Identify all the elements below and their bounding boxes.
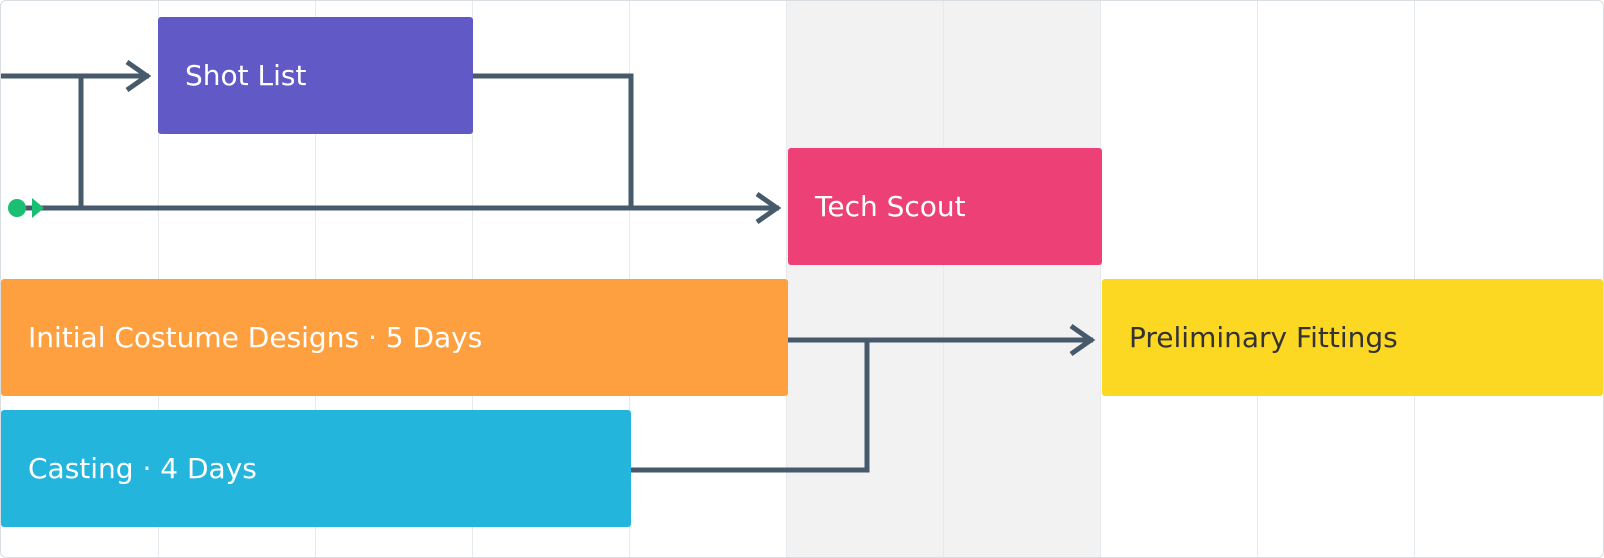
connector-arrowhead <box>1069 323 1096 357</box>
shaded-column <box>787 1 1101 557</box>
grid-column-line <box>1100 1 1101 557</box>
task-preliminary-fittings[interactable]: Preliminary Fittings <box>1102 279 1603 396</box>
task-label: Preliminary Fittings <box>1129 321 1398 354</box>
connector-line <box>631 340 870 473</box>
task-initial-costume-designs[interactable]: Initial Costume Designs · 5 Days <box>1 279 788 396</box>
task-label: Tech Scout <box>815 190 966 223</box>
milestone-arrow <box>32 198 44 218</box>
connector-line <box>473 73 634 208</box>
milestone-marker <box>8 199 26 217</box>
task-label: Initial Costume Designs · 5 Days <box>28 321 483 354</box>
connector-arrowhead <box>755 191 782 225</box>
task-tech-scout[interactable]: Tech Scout <box>788 148 1102 265</box>
grid-column-line <box>943 1 944 557</box>
connector-arrowhead <box>125 59 152 93</box>
task-casting[interactable]: Casting · 4 Days <box>1 410 631 527</box>
task-label: Casting · 4 Days <box>28 452 257 485</box>
task-label: Shot List <box>185 59 307 92</box>
task-shot-list[interactable]: Shot List <box>158 17 473 134</box>
